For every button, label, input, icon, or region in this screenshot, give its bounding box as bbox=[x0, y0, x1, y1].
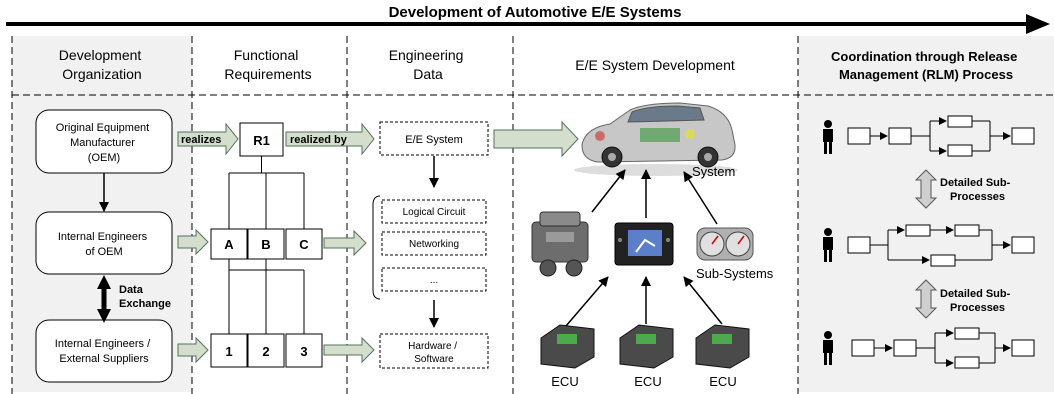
person-icon bbox=[823, 120, 833, 154]
instrument-cluster-illustration bbox=[696, 227, 754, 261]
ecu-label-2: ECU bbox=[634, 374, 661, 389]
header-func: Functional Requirements bbox=[224, 47, 311, 82]
req-tree-lines bbox=[228, 156, 305, 334]
svg-text:R1: R1 bbox=[253, 133, 270, 148]
networking-box bbox=[381, 231, 487, 256]
engineering-items-brace bbox=[372, 195, 381, 300]
engineering-boxes bbox=[379, 121, 489, 369]
internal-engineers-box: Internal Engineers of OEM bbox=[35, 211, 173, 275]
sub-systems-label: Sub-Systems bbox=[696, 266, 774, 281]
hw-sw-label: Hardware / Software bbox=[408, 341, 460, 365]
ee-system-label: E/E System bbox=[405, 134, 462, 146]
ecu-illustration-1 bbox=[540, 324, 595, 369]
ee-system-box bbox=[379, 121, 489, 156]
svg-text:Internal Engineers of OE: Internal Engineers of OEM bbox=[58, 231, 150, 258]
abc-to-engineering-arrow bbox=[323, 229, 367, 257]
svg-text:2: 2 bbox=[262, 344, 269, 359]
column-dividers bbox=[11, 36, 799, 394]
suppliers-box: Internal Engineers / External Suppliers bbox=[35, 319, 173, 383]
svg-text:1: 1 bbox=[225, 344, 232, 359]
req-box-r1: R1 bbox=[239, 122, 284, 157]
timeline-arrow bbox=[6, 14, 1050, 34]
system-label: System bbox=[692, 164, 735, 179]
realizes-arrow: realizes bbox=[177, 122, 239, 156]
ecu-label-1: ECU bbox=[551, 374, 578, 389]
rlm-process-row-3 bbox=[823, 327, 1035, 369]
svg-text:Original Equipment Manuf: Original Equipment Manufacturer (OEM) bbox=[56, 122, 153, 164]
svg-text:C: C bbox=[299, 237, 309, 252]
req-box-2: 2 bbox=[247, 333, 285, 368]
rlm-panel bbox=[798, 36, 1054, 392]
ecu-illustration-2 bbox=[619, 324, 674, 369]
detailed-sub-label-2: Detailed Sub- Processes bbox=[940, 288, 1013, 314]
networking-label: Networking bbox=[409, 239, 459, 250]
svg-text:3: 3 bbox=[300, 344, 307, 359]
header-sys: E/E System Development bbox=[575, 57, 735, 73]
suppliers-to-reqs-arrow bbox=[177, 336, 209, 364]
ecu-illustration-3 bbox=[695, 324, 750, 369]
header-title: Development of Automotive E/E Systems bbox=[389, 4, 682, 21]
logical-circuit-label: Logical Circuit bbox=[403, 207, 466, 218]
svg-text:B: B bbox=[261, 237, 270, 252]
req-box-1: 1 bbox=[210, 333, 248, 368]
ecu-label-3: ECU bbox=[709, 374, 736, 389]
svg-text:Internal Engineers / Ext: Internal Engineers / External Suppliers bbox=[55, 338, 153, 365]
req-box-b: B bbox=[247, 228, 285, 260]
ellipsis-label: ... bbox=[430, 275, 438, 286]
svg-text:realized by: realized by bbox=[290, 134, 348, 146]
rlm-process-row-1 bbox=[823, 115, 1035, 157]
oem-box: Original Equipment Manufacturer (OEM) bbox=[35, 109, 173, 174]
internal-to-reqs-arrow bbox=[177, 228, 209, 256]
engine-illustration bbox=[531, 211, 589, 277]
data-exchange-label: Data Exchange bbox=[119, 284, 171, 310]
header-org: Development Organization bbox=[59, 47, 145, 82]
realized-by-arrow: realized by bbox=[285, 122, 375, 156]
req-box-c: C bbox=[285, 228, 323, 260]
car-illustration bbox=[574, 102, 738, 176]
person-icon bbox=[823, 331, 833, 365]
123-to-hwsw-arrow bbox=[323, 336, 375, 364]
logical-circuit-box bbox=[381, 199, 487, 224]
svg-text:realizes: realizes bbox=[181, 134, 221, 146]
svg-text:A: A bbox=[224, 237, 234, 252]
detailed-sub-arrow-2 bbox=[914, 279, 938, 319]
req-box-a: A bbox=[210, 228, 248, 260]
ee-to-system-arrow bbox=[493, 120, 579, 158]
ellipsis-box bbox=[381, 267, 487, 292]
header-eng: Engineering Data bbox=[389, 47, 468, 82]
detailed-sub-arrow-1 bbox=[914, 169, 938, 209]
detailed-sub-label-1: Detailed Sub- Processes bbox=[940, 177, 1013, 203]
navigation-unit-illustration bbox=[614, 222, 674, 266]
rlm-process-row-2 bbox=[823, 224, 1035, 267]
header-rlm: Coordination through Release Management … bbox=[831, 49, 1021, 82]
hw-sw-box bbox=[379, 333, 489, 369]
system-arrows bbox=[565, 169, 723, 327]
req-box-3: 3 bbox=[285, 333, 323, 368]
person-icon bbox=[823, 228, 833, 262]
